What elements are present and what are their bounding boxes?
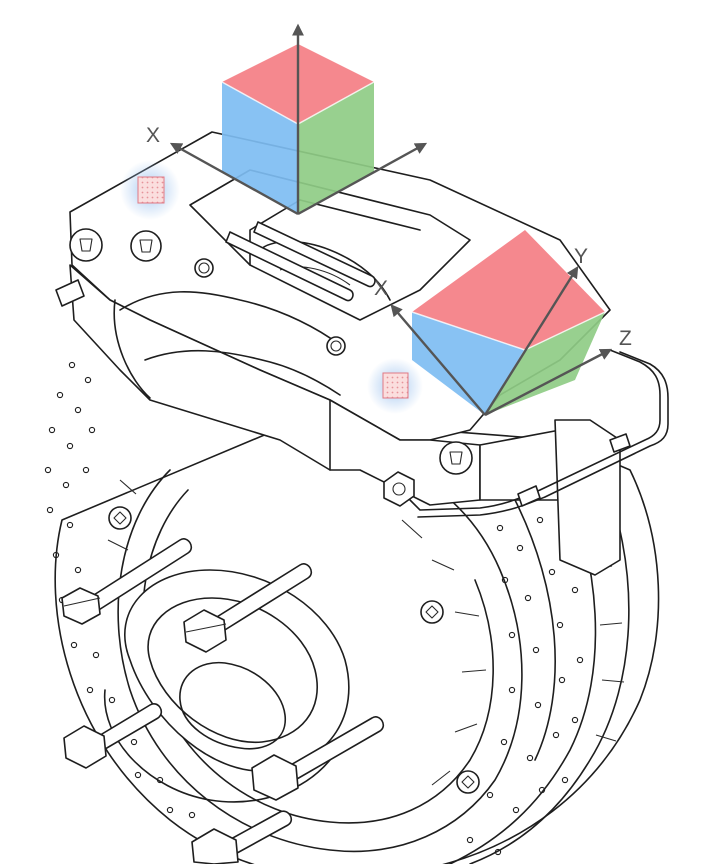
axis-x-label: X <box>374 277 388 300</box>
selection-marker-icon[interactable] <box>367 358 423 414</box>
axis-x[interactable] <box>169 142 299 216</box>
gizmo-face-left <box>412 312 525 415</box>
axis-x[interactable] <box>390 304 486 416</box>
axis-right[interactable] <box>297 142 428 216</box>
gizmo-face-top <box>412 230 605 350</box>
axis-y[interactable] <box>483 265 579 416</box>
transform-gizmo-icon[interactable]: X <box>146 23 428 216</box>
gizmo-face-right <box>298 82 374 214</box>
selection-marker-icon[interactable] <box>120 160 180 220</box>
axis-z[interactable] <box>484 348 613 417</box>
axis-x-label: X <box>146 124 160 147</box>
wheel-studs <box>61 538 385 864</box>
axis-z-label: Z <box>619 327 632 350</box>
transform-gizmo-icon[interactable]: Y X Z <box>374 230 632 417</box>
axis-y-label: Y <box>574 245 588 268</box>
gizmo-face-right <box>485 312 605 415</box>
